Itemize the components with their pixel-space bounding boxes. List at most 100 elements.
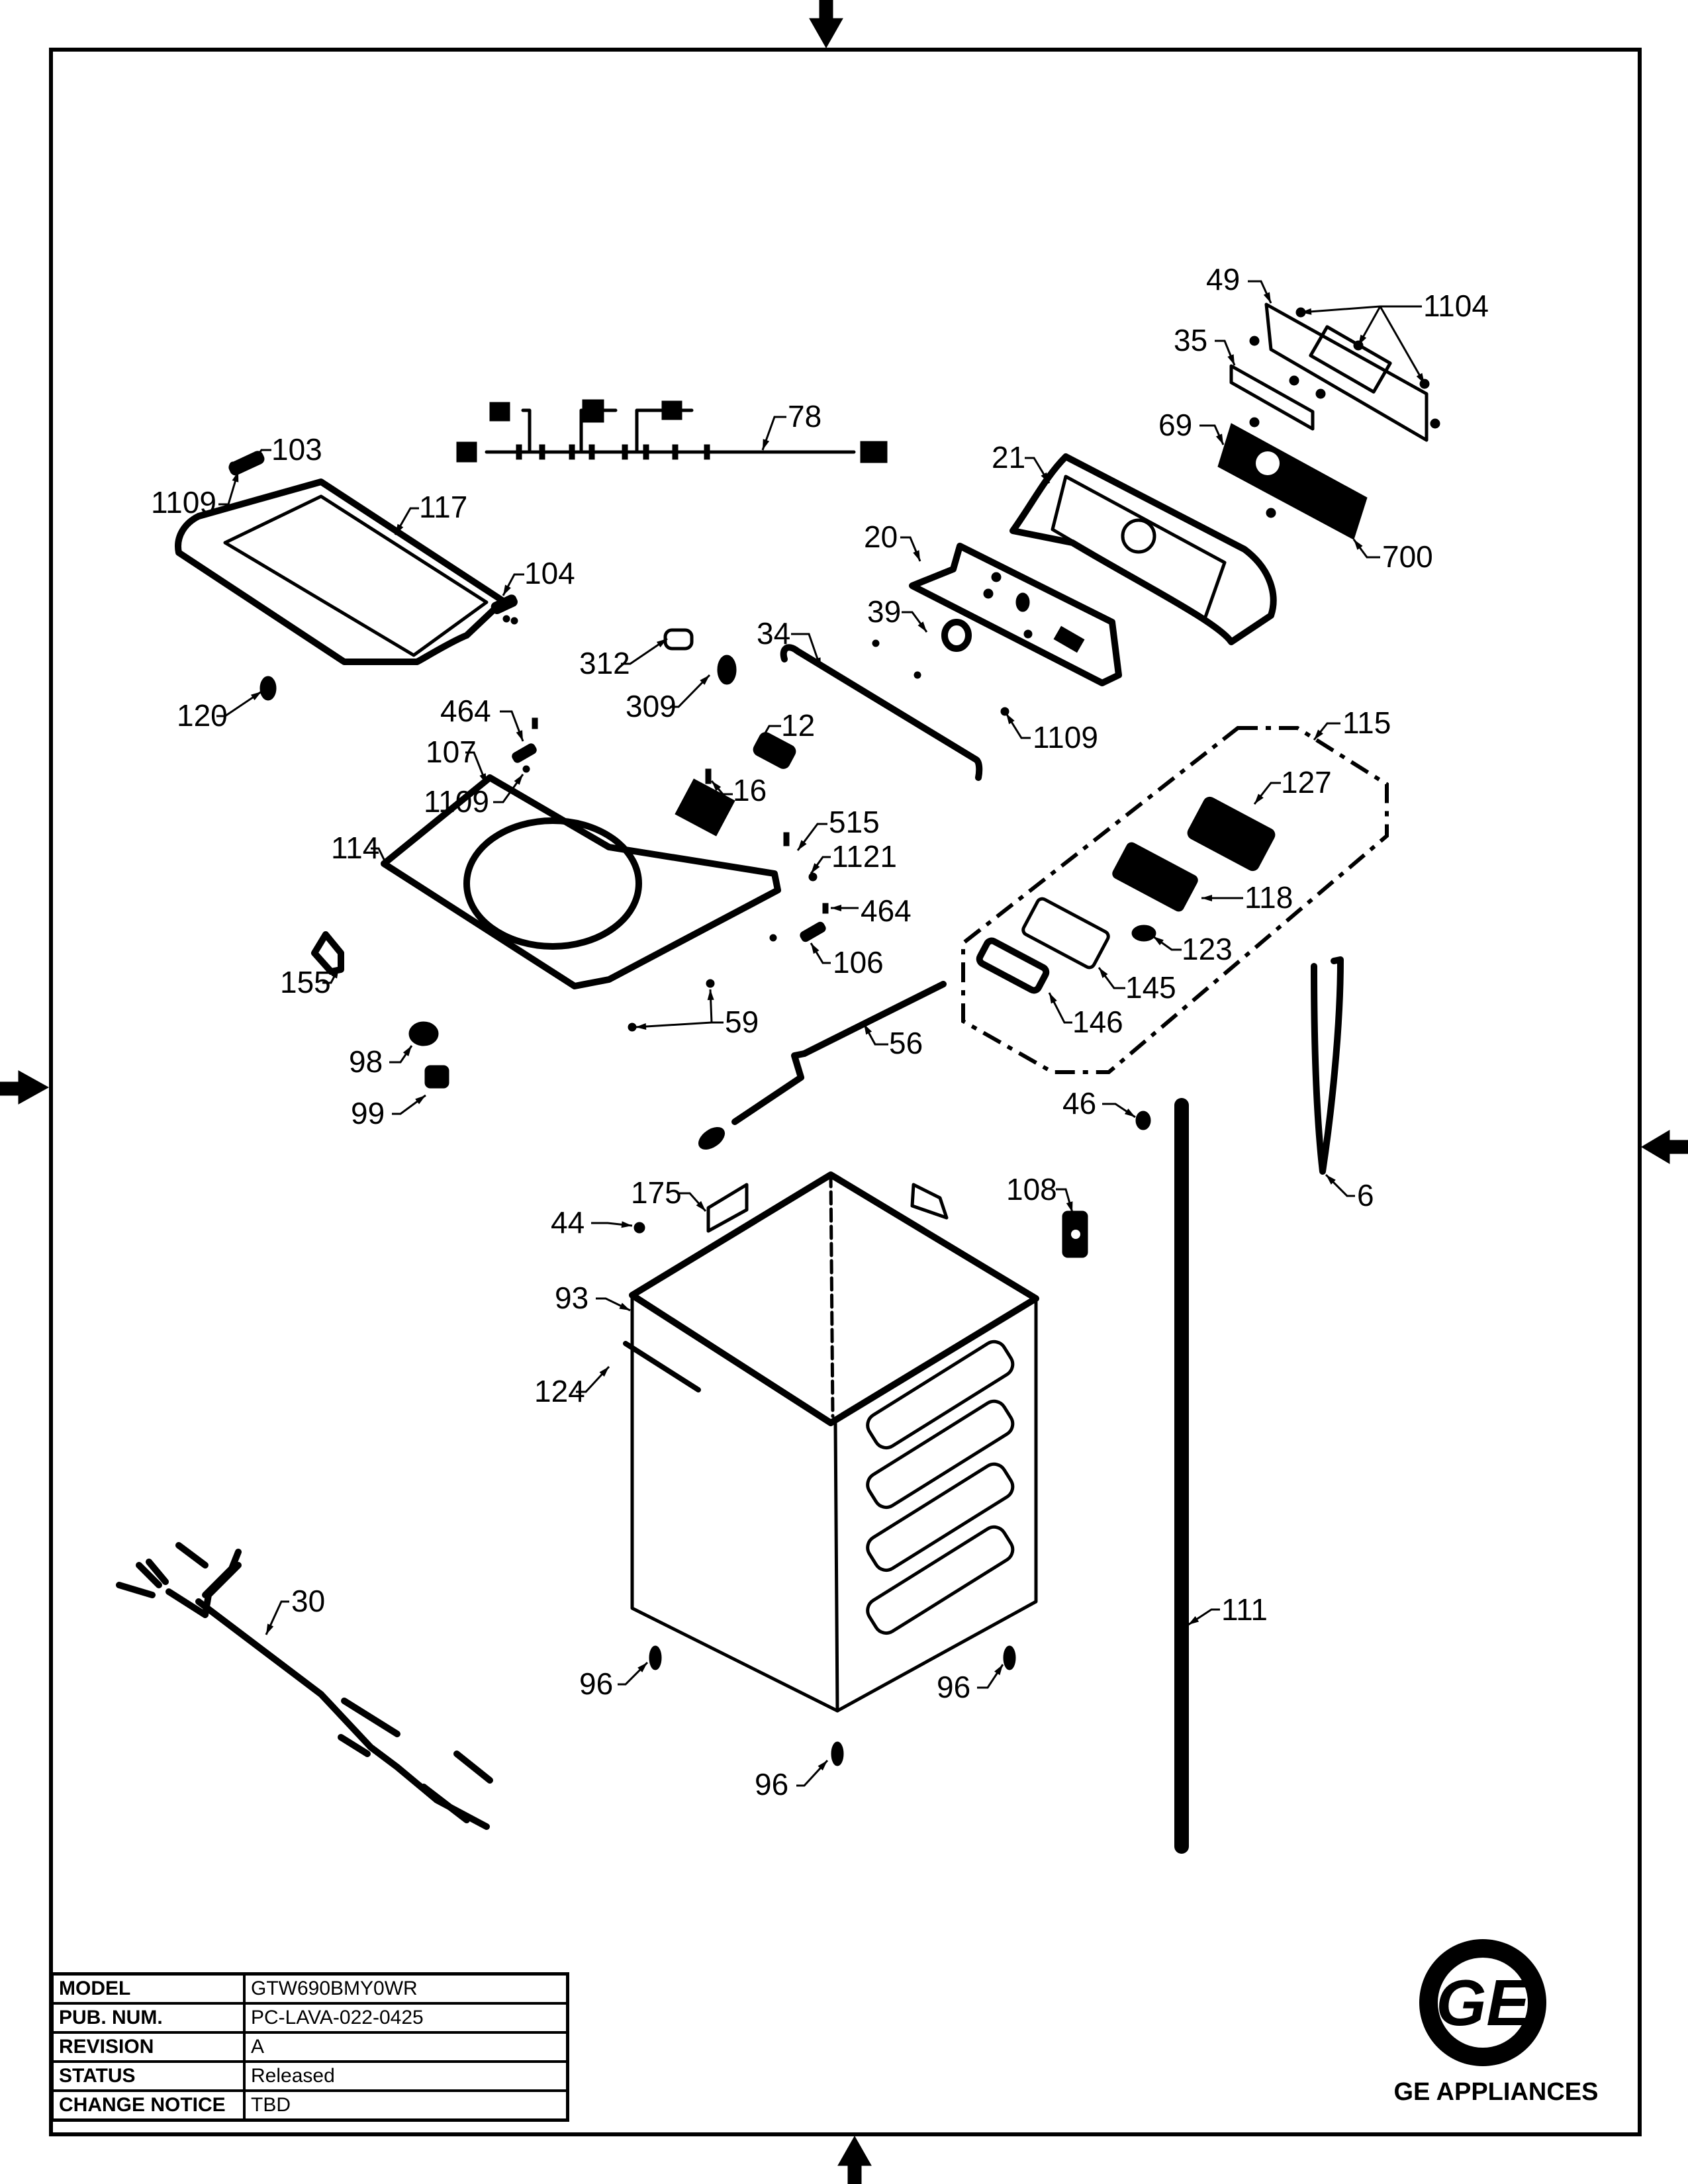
callout-106: 106 [810, 942, 884, 979]
callout-label: 312 [579, 646, 630, 680]
arrowhead-icon [798, 840, 807, 850]
callout-leader-line [265, 1600, 289, 1635]
model-value: GTW690BMY0WR [243, 1972, 569, 2005]
callout-leader-line [621, 637, 668, 665]
arrowhead-icon [266, 1623, 274, 1635]
revision-value: A [243, 2031, 569, 2063]
callout-label: 123 [1182, 932, 1233, 966]
callout-leader-line [796, 823, 827, 851]
callout-label: 124 [534, 1374, 585, 1408]
callout-98: 98 [349, 1044, 413, 1079]
part-108-part [1062, 1210, 1088, 1258]
part-104-hinge [491, 594, 518, 625]
callout-1104: 1104 [1300, 289, 1489, 385]
callout-117: 117 [394, 490, 467, 535]
arrow-down-icon [809, 0, 843, 49]
arrowhead-icon [1153, 936, 1164, 946]
arrowhead-icon [503, 584, 511, 596]
callout-leader-line [635, 1021, 712, 1028]
arrowhead-icon [599, 1367, 609, 1377]
part-1121-fastener [808, 872, 818, 882]
part-309-part [717, 655, 737, 685]
callout-leader-line [1300, 305, 1422, 314]
part-78-wire-harness [456, 399, 888, 463]
callout-96: 96 [579, 1661, 649, 1701]
callout-label: 6 [1357, 1178, 1374, 1212]
arrowhead-icon [1354, 539, 1363, 550]
callout-104: 104 [502, 556, 575, 596]
callout-leader-line [465, 751, 488, 785]
arrowhead-icon [700, 675, 710, 685]
part-115-dispenser-group [961, 726, 1389, 1074]
arrowhead-icon [514, 774, 523, 785]
callout-label: 21 [992, 440, 1025, 475]
callout-label: 155 [280, 965, 331, 999]
change-notice-value: TBD [243, 2089, 569, 2122]
arrowhead-icon [1049, 993, 1057, 1004]
arrowhead-icon [1099, 968, 1108, 978]
arrowhead-icon [250, 692, 261, 701]
callout-464: 464 [440, 694, 524, 742]
part-98-part [408, 1021, 439, 1046]
callout-leader-line [670, 674, 711, 708]
callout-700: 700 [1352, 539, 1433, 574]
callout-label: 175 [631, 1175, 682, 1210]
arrowhead-icon [811, 863, 820, 874]
callout-label: 78 [788, 399, 821, 433]
arrowhead-icon [818, 1760, 827, 1771]
callout-label: 145 [1125, 970, 1176, 1005]
callout-96: 96 [755, 1759, 829, 1801]
callout-leader-line [500, 710, 524, 742]
callout-464: 464 [831, 893, 912, 928]
callout-118: 118 [1201, 880, 1293, 915]
arrowhead-icon [250, 456, 259, 467]
ge-monogram-logo-icon: GE [1419, 1939, 1546, 2066]
callout-115: 115 [1313, 705, 1391, 741]
callout-111: 111 [1188, 1592, 1268, 1627]
callout-96: 96 [937, 1664, 1004, 1704]
callout-93: 93 [555, 1281, 631, 1315]
callout-label: 114 [331, 831, 379, 865]
part-312-part [663, 628, 694, 651]
callout-label: 103 [271, 432, 322, 467]
callout-label: 120 [177, 698, 228, 733]
callout-6: 6 [1325, 1173, 1374, 1212]
callout-leader-line [796, 1759, 829, 1787]
part-99-part [424, 1065, 449, 1089]
arrowhead-icon [1416, 373, 1425, 384]
callout-label: 39 [867, 594, 901, 629]
part-59-fasteners [628, 979, 715, 1032]
arrowhead-icon [756, 738, 765, 749]
callout-leader-line [863, 1023, 888, 1046]
part-39-knob [872, 619, 972, 679]
callout-label: 49 [1206, 262, 1240, 296]
part-107-part [512, 717, 538, 773]
callout-120: 120 [177, 690, 262, 733]
callout-20: 20 [864, 520, 921, 562]
callout-label: 115 [1342, 705, 1391, 740]
callout-39: 39 [867, 594, 928, 633]
callout-44: 44 [551, 1205, 633, 1240]
arrowhead-icon [707, 989, 714, 1001]
part-93-cabinet [629, 1171, 1039, 1713]
callout-label: 30 [291, 1584, 325, 1618]
callout-127: 127 [1253, 765, 1332, 805]
callout-leader-line [576, 1365, 610, 1393]
arrowhead-icon [917, 621, 927, 632]
part-69-control-board [1217, 417, 1368, 540]
title-block: MODEL GTW690BMY0WR PUB. NUM. PC-LAVA-022… [50, 1972, 569, 2122]
callout-label: 108 [1006, 1172, 1057, 1206]
status-value: Released [243, 2060, 569, 2092]
arrowhead-icon [232, 471, 239, 482]
callout-1109: 1109 [1005, 713, 1098, 754]
part-175-label [706, 1183, 949, 1233]
pub-num-label: PUB. NUM. [50, 2002, 246, 2034]
callout-label: 106 [833, 945, 884, 979]
svg-text:GE: GE [1436, 1966, 1531, 2039]
callout-1109: 1109 [424, 774, 524, 819]
pub-num-value: PC-LAVA-022-0425 [243, 2002, 569, 2034]
arrowhead-icon [864, 1024, 872, 1035]
arrow-up-icon [837, 2135, 872, 2184]
arrowhead-icon [621, 1221, 632, 1228]
